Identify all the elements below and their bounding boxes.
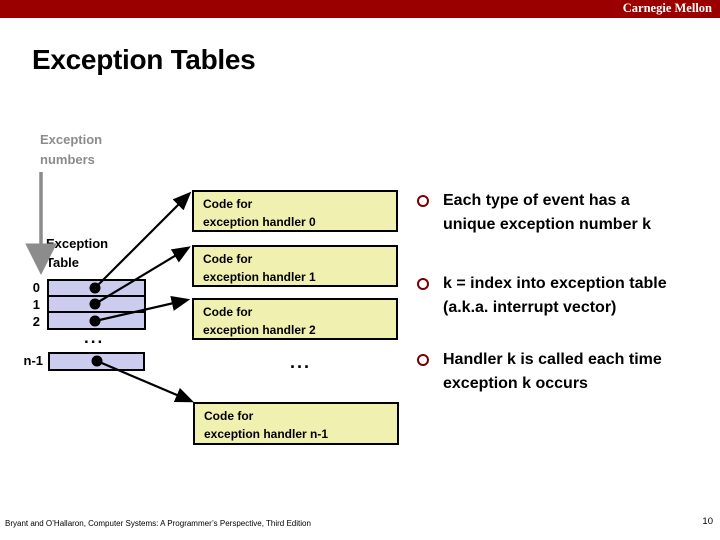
bullet-item-1: Each type of event has a unique exceptio…	[417, 189, 719, 237]
bullet-1-text: Each type of event has a unique exceptio…	[443, 192, 652, 233]
bullet-circle-icon	[417, 195, 429, 207]
bullet-item-2: k = index into exception table (a.k.a. i…	[417, 272, 719, 320]
handler-box-n-1-line2: exception handler n-1	[204, 427, 329, 441]
table-row-divider	[49, 295, 144, 297]
row-label-n-1: n-1	[23, 353, 44, 368]
handler-box-1-line1: Code for	[203, 252, 253, 266]
handler-box-1-line2: exception handler 1	[203, 270, 316, 284]
handler-box-2-line1: Code for	[203, 305, 253, 319]
arrow-to-handler-0	[94, 191, 192, 289]
exception-numbers-label: Exception numbers	[40, 132, 103, 167]
handlers-ellipsis: ...	[290, 352, 312, 372]
handler-box-n-1-line1: Code for	[204, 409, 254, 423]
row-label-2: 2	[32, 314, 40, 329]
handler-box-n-1: Code for exception handler n-1	[193, 402, 399, 445]
header-banner: Carnegie Mellon	[0, 0, 720, 18]
exception-table	[47, 279, 146, 330]
footer-citation: Bryant and O’Hallaron, Computer Systems:…	[5, 519, 311, 528]
exception-table-label: Exception Table	[46, 236, 109, 270]
bullet-circle-icon	[417, 278, 429, 290]
page-number: 10	[702, 516, 713, 527]
bullet-circle-icon	[417, 354, 429, 366]
exception-table-row-n-1	[48, 352, 145, 371]
brand-logo-text: Carnegie Mellon	[622, 1, 712, 15]
bullet-item-3: Handler k is called each time exception …	[417, 348, 719, 396]
bullet-2-text: k = index into exception table (a.k.a. i…	[443, 275, 667, 316]
table-row-divider	[49, 311, 144, 313]
handler-box-1: Code for exception handler 1	[192, 245, 398, 287]
handler-box-0-line2: exception handler 0	[203, 215, 316, 229]
handler-box-0-line1: Code for	[203, 197, 253, 211]
handler-box-2: Code for exception handler 2	[192, 298, 398, 340]
bullet-3-text: Handler k is called each time exception …	[443, 351, 662, 392]
row-label-1: 1	[32, 297, 40, 312]
page-title: Exception Tables	[32, 44, 256, 75]
table-ellipsis: ...	[84, 328, 105, 347]
handler-box-0: Code for exception handler 0	[192, 190, 398, 232]
handler-box-2-line2: exception handler 2	[203, 323, 316, 337]
row-label-0: 0	[32, 280, 40, 295]
